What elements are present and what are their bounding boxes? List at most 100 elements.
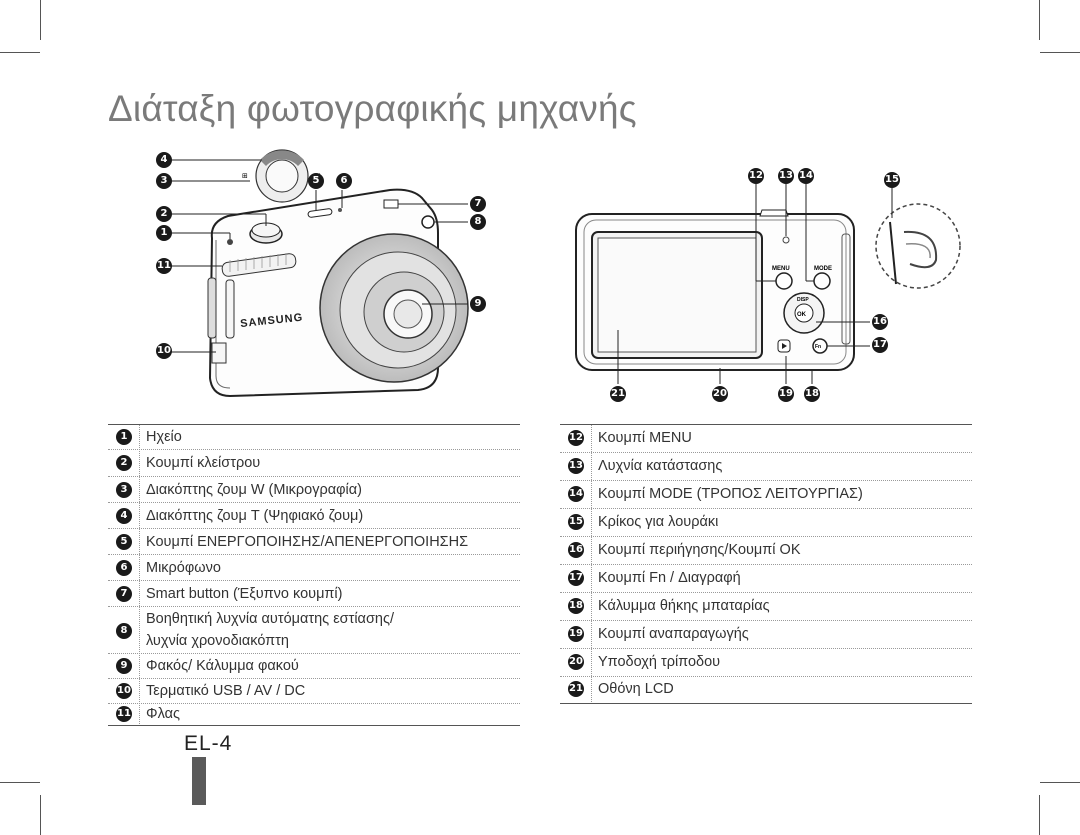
- item-number-14: 14: [568, 486, 584, 502]
- list-item: 17 Κουμπί Fn / Διαγραφή: [560, 565, 972, 593]
- item-text: Οθόνη LCD: [598, 681, 674, 697]
- crop-mark: [40, 0, 41, 40]
- list-item: 5 Κουμπί ΕΝΕΡΓΟΠΟΙΗΣΗΣ/ΑΠΕΝΕΡΓΟΠΟΙΗΣΗΣ: [108, 529, 520, 555]
- item-number-16: 16: [568, 542, 584, 558]
- page-title: Διάταξη φωτογραφικής μηχανής: [108, 88, 637, 129]
- right-table-top-rule: [560, 424, 972, 425]
- ok-label: OK: [797, 312, 807, 318]
- item-text: Κουμπί ΕΝΕΡΓΟΠΟΙΗΣΗΣ/ΑΠΕΝΕΡΓΟΠΟΙΗΣΗΣ: [146, 534, 469, 550]
- item-number-20: 20: [568, 654, 584, 670]
- item-text: Φλας: [146, 706, 180, 722]
- item-number-11: 11: [116, 706, 132, 722]
- menu-label: MENU: [772, 266, 790, 272]
- camera-back-illustration: MENU MODE OK DISP Fn: [575, 184, 961, 384]
- item-number-10: 10: [116, 683, 132, 699]
- callout-18: 18: [804, 386, 820, 402]
- left-table-top-rule: [108, 424, 520, 425]
- item-text: Διακόπτης ζουμ W (Μικρογραφία): [146, 482, 362, 498]
- mode-label: MODE: [814, 266, 832, 272]
- section-tab: [192, 757, 206, 805]
- item-text: Διακόπτης ζουμ T (Ψηφιακό ζουμ): [146, 508, 364, 524]
- item-number-13: 13: [568, 458, 584, 474]
- callout-5: 5: [308, 173, 324, 189]
- crop-mark: [0, 52, 40, 53]
- callout-15: 15: [884, 172, 900, 188]
- list-item: 14 Κουμπί MODE (ΤΡΟΠΟΣ ΛΕΙΤΟΥΡΓΙΑΣ): [560, 481, 972, 509]
- list-item: 13 Λυχνία κατάστασης: [560, 453, 972, 481]
- left-parts-list: 1 Ηχείο 2 Κουμπί κλείστρου 3 Διακόπτης ζ…: [108, 425, 520, 725]
- callout-11: 11: [156, 258, 172, 274]
- item-number-15: 15: [568, 514, 584, 530]
- crop-mark: [1039, 0, 1040, 40]
- item-text: Φακός/ Κάλυμμα φακού: [146, 658, 299, 674]
- page-number: EL-4: [184, 732, 233, 755]
- callout-1: 1: [156, 225, 172, 241]
- list-item: 15 Κρίκος για λουράκι: [560, 509, 972, 537]
- callout-19: 19: [778, 386, 794, 402]
- item-number-7: 7: [116, 586, 132, 602]
- svg-text:⊞: ⊞: [242, 172, 248, 180]
- right-table-bottom-rule: [560, 703, 972, 704]
- list-item: 7 Smart button (Έξυπνο κουμπί): [108, 581, 520, 607]
- item-text: Smart button (Έξυπνο κουμπί): [146, 586, 343, 602]
- list-item: 8 Βοηθητική λυχνία αυτόματης εστίασης/ λ…: [108, 607, 520, 654]
- callout-14: 14: [798, 168, 814, 184]
- list-item: 3 Διακόπτης ζουμ W (Μικρογραφία): [108, 477, 520, 503]
- crop-mark: [1040, 52, 1080, 53]
- list-item: 21 Οθόνη LCD: [560, 677, 972, 702]
- item-number-17: 17: [568, 570, 584, 586]
- callout-6: 6: [336, 173, 352, 189]
- item-text: Κουμπί MODE (ΤΡΟΠΟΣ ΛΕΙΤΟΥΡΓΙΑΣ): [598, 486, 863, 502]
- list-item: 12 Κουμπί MENU: [560, 425, 972, 453]
- crop-mark: [1039, 795, 1040, 835]
- zoom-dial: ⊞ ⊞: [242, 149, 321, 203]
- item-text: Κρίκος για λουράκι: [598, 514, 719, 530]
- list-item: 6 Μικρόφωνο: [108, 555, 520, 581]
- callout-9: 9: [470, 296, 486, 312]
- callout-13: 13: [778, 168, 794, 184]
- item-text: Λυχνία κατάστασης: [598, 458, 723, 474]
- item-number-8: 8: [116, 623, 132, 639]
- item-text-line-2: λυχνία χρονοδιακόπτη: [146, 633, 289, 649]
- item-text: Υποδοχή τρίποδου: [598, 654, 721, 670]
- callout-2: 2: [156, 206, 172, 222]
- item-text: Τερματικό USB / AV / DC: [146, 683, 306, 699]
- crop-mark: [40, 795, 41, 835]
- item-number-12: 12: [568, 430, 584, 446]
- item-number-9: 9: [116, 658, 132, 674]
- camera-front-illustration: ⊞ ⊞ SAMSUNG: [167, 149, 469, 398]
- column-divider: [591, 425, 592, 702]
- item-text: Κάλυμμα θήκης μπαταρίας: [598, 598, 770, 614]
- item-number-6: 6: [116, 560, 132, 576]
- item-text: Κουμπί MENU: [598, 430, 692, 446]
- item-number-5: 5: [116, 534, 132, 550]
- list-item: 1 Ηχείο: [108, 425, 520, 450]
- list-item: 10 Τερματικό USB / AV / DC: [108, 679, 520, 704]
- item-number-19: 19: [568, 626, 584, 642]
- item-text: Κουμπί περιήγησης/Κουμπί OK: [598, 542, 801, 558]
- list-item: 4 Διακόπτης ζουμ T (Ψηφιακό ζουμ): [108, 503, 520, 529]
- item-number-1: 1: [116, 429, 132, 445]
- item-number-2: 2: [116, 455, 132, 471]
- callout-20: 20: [712, 386, 728, 402]
- callout-12: 12: [748, 168, 764, 184]
- callout-16: 16: [872, 314, 888, 330]
- callout-3: 3: [156, 173, 172, 189]
- item-text: Κουμπί κλείστρου: [146, 455, 261, 471]
- item-number-3: 3: [116, 482, 132, 498]
- list-item: 2 Κουμπί κλείστρου: [108, 450, 520, 477]
- list-item: 9 Φακός/ Κάλυμμα φακού: [108, 654, 520, 679]
- item-number-18: 18: [568, 598, 584, 614]
- list-item: 18 Κάλυμμα θήκης μπαταρίας: [560, 593, 972, 621]
- callout-21: 21: [610, 386, 626, 402]
- left-table-bottom-rule: [108, 725, 520, 726]
- fn-label: Fn: [815, 344, 821, 350]
- list-item: 11 Φλας: [108, 704, 520, 724]
- callout-8: 8: [470, 214, 486, 230]
- list-item: 19 Κουμπί αναπαραγωγής: [560, 621, 972, 649]
- item-text: Ηχείο: [146, 429, 182, 445]
- disp-label: DISP: [797, 297, 809, 303]
- item-text: Μικρόφωνο: [146, 560, 221, 576]
- right-parts-list: 12 Κουμπί MENU 13 Λυχνία κατάστασης 14 Κ…: [560, 425, 972, 703]
- crop-mark: [0, 782, 40, 783]
